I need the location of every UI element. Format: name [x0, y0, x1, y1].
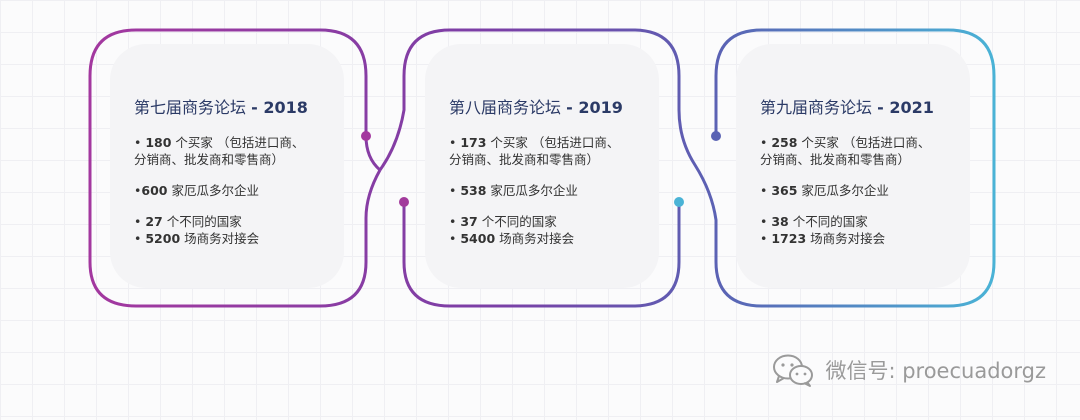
forum-title: 第七届商务论坛 - 2018	[134, 98, 308, 117]
stat-companies: •600 家厄瓜多尔企业	[134, 183, 259, 198]
stat-companies: • 538 家厄瓜多尔企业	[449, 183, 578, 198]
forum-stats-list: • 258 个买家 （包括进口商、 分销商、批发商和零售商） • 365 家厄瓜…	[760, 134, 962, 247]
forum-stats-list: • 180 个买家 （包括进口商、 分销商、批发商和零售商） •600 家厄瓜多…	[134, 134, 336, 247]
card-outline-2-bottom	[402, 202, 681, 308]
timeline-dot-1	[361, 131, 371, 141]
stat-buyers: • 180 个买家 （包括进口商、	[134, 135, 305, 150]
forum-title: 第九届商务论坛 - 2021	[760, 98, 934, 117]
stat-countries: • 27 个不同的国家	[134, 214, 242, 229]
forum-stats-list: • 173 个买家 （包括进口商、 分销商、批发商和零售商） • 538 家厄瓜…	[449, 134, 651, 247]
forum-card-2018: 第七届商务论坛 - 2018 • 180 个买家 （包括进口商、 分销商、批发商…	[110, 44, 344, 288]
stat-meetings: • 5200 场商务对接会	[134, 231, 260, 246]
stat-buyers: • 173 个买家 （包括进口商、	[449, 135, 620, 150]
timeline-dot-3	[674, 197, 684, 207]
stat-countries: • 37 个不同的国家	[449, 214, 557, 229]
forum-card-2019: 第八届商务论坛 - 2019 • 173 个买家 （包括进口商、 分销商、批发商…	[425, 44, 659, 288]
forum-title: 第八届商务论坛 - 2019	[449, 98, 623, 117]
timeline-dot-4	[711, 131, 721, 141]
wechat-icon	[773, 354, 814, 387]
wechat-watermark: 微信号: proecuadorgz	[771, 352, 1046, 388]
forum-card-2021: 第九届商务论坛 - 2021 • 258 个买家 （包括进口商、 分销商、批发商…	[736, 44, 970, 288]
stat-buyers-detail: 分销商、批发商和零售商）	[449, 152, 600, 167]
timeline-dot-2	[399, 197, 409, 207]
watermark-text: 微信号: proecuadorgz	[825, 359, 1046, 383]
stat-meetings: • 1723 场商务对接会	[760, 231, 886, 246]
stat-buyers-detail: 分销商、批发商和零售商）	[760, 152, 911, 167]
stat-companies: • 365 家厄瓜多尔企业	[760, 183, 889, 198]
stat-buyers-detail: 分销商、批发商和零售商）	[134, 152, 285, 167]
stat-countries: • 38 个不同的国家	[760, 214, 868, 229]
card-outline-1	[88, 28, 382, 308]
stat-buyers: • 258 个买家 （包括进口商、	[760, 135, 931, 150]
stat-meetings: • 5400 场商务对接会	[449, 231, 575, 246]
